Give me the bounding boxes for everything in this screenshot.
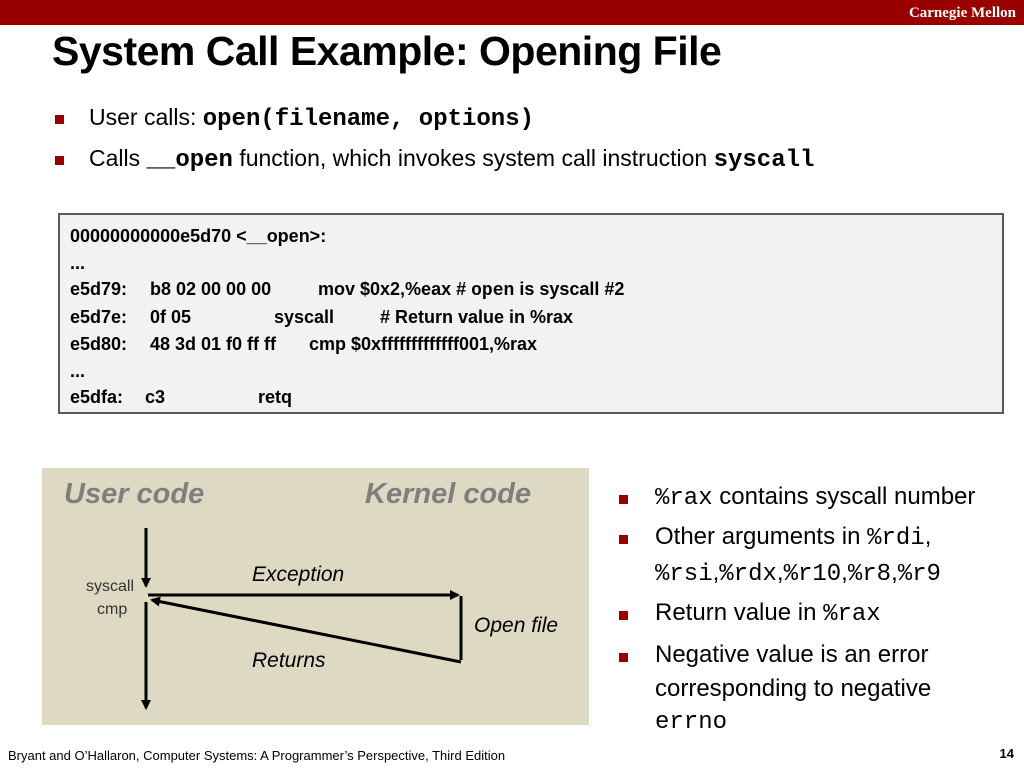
bullet-code: syscall <box>713 147 815 174</box>
page-number: 14 <box>999 746 1014 761</box>
bullet-code: open(filename, options) <box>202 106 535 133</box>
bullet-marker <box>619 611 628 620</box>
inline-code: %rax <box>823 601 881 628</box>
bullet-text: Calls <box>89 145 147 171</box>
right-bullet-negative: Negative value is an error <box>655 641 929 668</box>
inline-code: %r10 <box>783 561 842 588</box>
right-bullet-rax: %rax contains syscall number <box>655 483 975 512</box>
code-inline: open <box>471 281 515 301</box>
right-bullet-args: Other arguments in %rdi, <box>655 523 932 552</box>
footer-citation: Bryant and O’Hallaron, Computer Systems:… <box>8 748 506 763</box>
returns-arrow <box>150 596 462 664</box>
errno-code: errno <box>655 709 728 736</box>
code-instruction: cmp $0xfffffffffffff001,%rax <box>309 334 538 354</box>
returns-label: Returns <box>252 649 326 672</box>
open-file-label: Open file <box>474 614 559 637</box>
inline-code: %rdx <box>719 561 777 588</box>
code-address: e5dfa: <box>70 387 124 407</box>
bullet-user-calls: User calls: open(filename, options) <box>89 104 534 133</box>
bullet-marker <box>619 653 628 662</box>
right-bullet-return: Return value in %rax <box>655 599 881 628</box>
disassembly-box: 00000000000e5d70 <__open>: ... e5d79: b8… <box>58 213 1004 414</box>
inline-code: %r9 <box>897 561 941 588</box>
code-line: ... <box>70 361 86 381</box>
code-comment: # Return value in %rax <box>380 307 574 327</box>
inline-code: %rdi <box>867 525 925 552</box>
bullet-marker <box>55 156 64 165</box>
inline-code: %rax <box>655 485 713 512</box>
inline-code: %rsi <box>655 561 713 588</box>
code-text: is syscall #2 <box>514 279 625 299</box>
bullet-marker <box>619 495 628 504</box>
user-code-label: User code <box>64 478 205 510</box>
code-instruction: retq <box>258 387 293 407</box>
bullet-text: User calls: <box>89 104 203 130</box>
inline-code: %r8 <box>847 561 892 588</box>
slide-title: System Call Example: Opening File <box>52 28 722 74</box>
bullet-text: Return value in <box>655 599 824 626</box>
code-bytes: c3 <box>145 387 166 407</box>
bullet-marker <box>55 115 64 124</box>
bullet-calls-open: Calls __open function, which invokes sys… <box>89 145 814 174</box>
code-line: 00000000000e5d70 <__open>: <box>70 226 327 246</box>
code-bytes: 0f 05 <box>150 307 192 327</box>
bullet-code: __open <box>146 147 233 174</box>
code-instruction: mov $0x2,%eax # open is syscall #2 <box>318 279 624 301</box>
code-instruction: syscall <box>274 307 335 327</box>
right-bullet-args-cont: %rsi,%rdx,%r10,%r8,%r9 <box>655 559 941 588</box>
code-bytes: b8 02 00 00 00 <box>150 279 272 299</box>
kernel-code-label: Kernel code <box>365 478 531 510</box>
exception-label: Exception <box>252 563 345 586</box>
code-bytes: 48 3d 01 f0 ff ff <box>150 334 277 354</box>
code-line: ... <box>70 253 86 273</box>
bullet-marker <box>619 535 628 544</box>
brand-label: Carnegie Mellon <box>908 5 1016 21</box>
right-bullet-negative-cont: corresponding to negative <box>655 675 932 702</box>
syscall-label: syscall <box>86 578 135 595</box>
code-address: e5d80: <box>70 334 128 354</box>
bullet-text: Other arguments in <box>655 523 868 550</box>
user-kernel-diagram: User code Kernel code syscall cmp Except… <box>42 468 589 725</box>
header-bar: Carnegie Mellon <box>0 0 1024 25</box>
code-address: e5d7e: <box>70 307 128 327</box>
code-text: mov $0x2,%eax # <box>318 279 472 299</box>
control-flow-arrows <box>141 528 463 710</box>
cmp-label: cmp <box>97 601 128 618</box>
bullet-text: contains syscall number <box>712 483 976 510</box>
bullet-text: function, which invokes system call inst… <box>232 145 714 171</box>
code-address: e5d79: <box>70 279 128 299</box>
